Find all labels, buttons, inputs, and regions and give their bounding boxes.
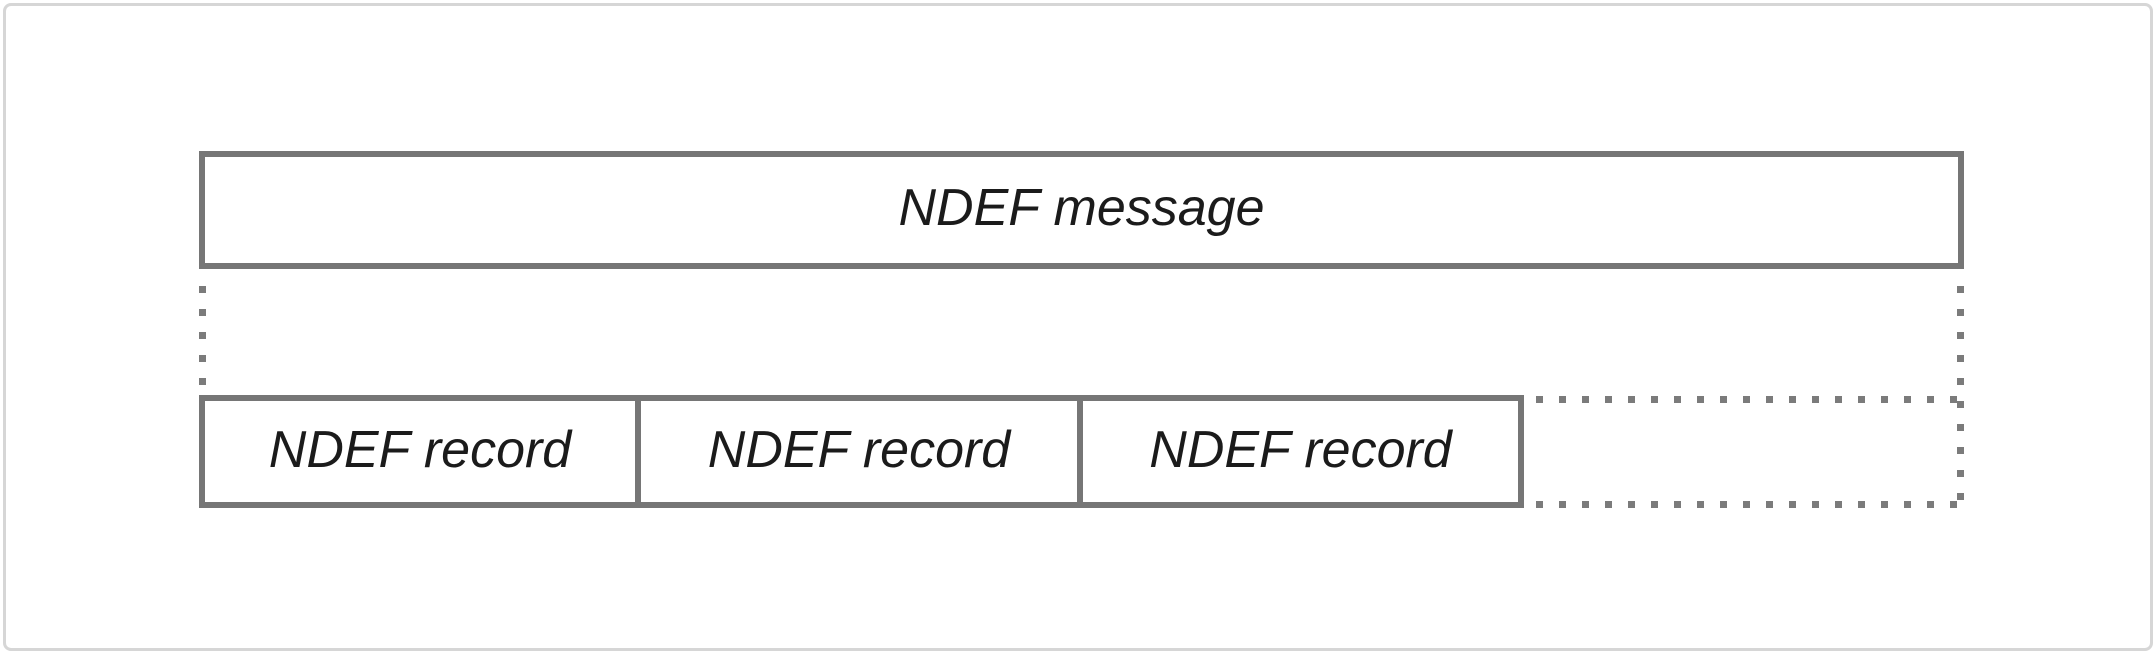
ndef-record-label: NDEF record — [1149, 420, 1452, 479]
ndef-record-label: NDEF record — [707, 420, 1011, 479]
dotted-continuation-bottom — [1536, 501, 1960, 508]
diagram-frame: NDEF message NDEF record NDEF record NDE… — [3, 3, 2153, 651]
dotted-continuation-top — [1536, 396, 1960, 403]
ndef-record-box: NDEF record — [635, 395, 1083, 508]
ndef-record-box: NDEF record — [1077, 395, 1524, 508]
dotted-connector-right — [1957, 286, 1964, 508]
dotted-connector-left — [199, 286, 206, 392]
ndef-record-box: NDEF record — [199, 395, 641, 508]
ndef-message-box: NDEF message — [199, 151, 1964, 269]
ndef-message-label: NDEF message — [898, 179, 1265, 237]
ndef-record-label: NDEF record — [268, 420, 572, 479]
